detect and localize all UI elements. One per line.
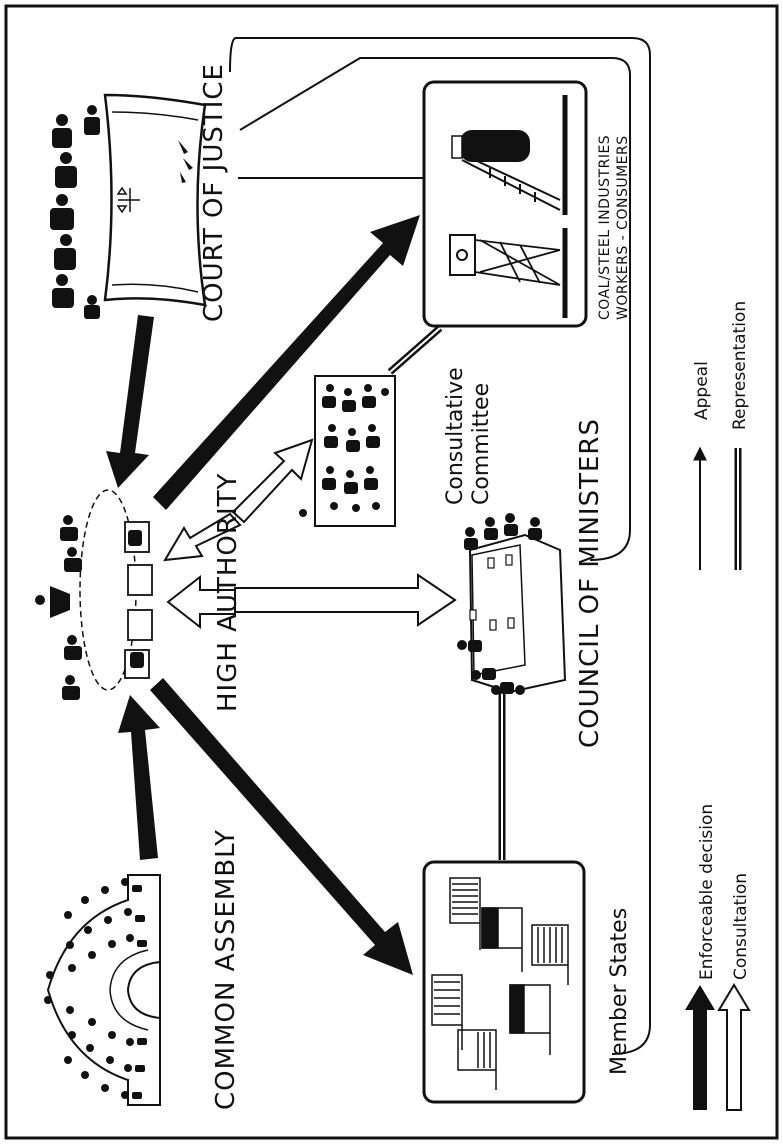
industries-panel xyxy=(422,80,588,328)
consultative-label-line2: Committee xyxy=(469,383,494,505)
enforce-arrow-high-authority-to-member-states xyxy=(150,678,413,975)
page-frame xyxy=(4,4,779,1140)
consultative-label-line1: Consultative xyxy=(443,367,468,505)
common-assembly-hemicycle xyxy=(44,874,161,1106)
ministers-figures xyxy=(457,513,542,695)
legend: Enforceable decision Consultation Appeal… xyxy=(685,301,751,1111)
industries-label-line2: WORKERS - CONSUMERS xyxy=(615,135,631,320)
consult-arrow-committee-to-high-authority xyxy=(163,512,242,562)
appeal-line-council xyxy=(239,57,631,561)
consult-arrow-high-authority-to-committee xyxy=(231,438,314,524)
legend-enforceable-arrow-icon xyxy=(685,985,715,1110)
industries-label-line1: COAL/STEEL INDUSTRIES xyxy=(597,135,613,320)
judges-group xyxy=(50,105,100,319)
scales-of-justice-icon xyxy=(116,186,140,214)
consult-arrow-high-authority-to-council xyxy=(234,573,457,627)
legend-enforceable-label: Enforceable decision xyxy=(697,804,717,980)
representation-line-committee-industries xyxy=(387,325,443,375)
court-of-justice-label: COURT OF JUSTICE xyxy=(199,63,229,322)
consult-arrow-council-to-high-authority xyxy=(166,574,236,630)
high-authority-label: HIGH AUTHORITY xyxy=(213,473,243,712)
council-of-ministers-label: COUNCIL OF MINISTERS xyxy=(575,418,605,748)
high-authority-members xyxy=(35,515,144,700)
common-assembly-label: COMMON ASSEMBLY xyxy=(211,829,241,1110)
high-authority-group xyxy=(35,489,153,700)
steelworks-icon xyxy=(451,130,561,211)
member-state-flags xyxy=(431,877,569,1090)
legend-consultation-label: Consultation xyxy=(731,873,751,980)
court-of-justice-bench xyxy=(50,93,207,319)
advocates-figures xyxy=(178,140,193,183)
coal-mine-headframe-icon xyxy=(449,234,561,286)
high-authority-desks xyxy=(124,521,153,679)
member-states-panel xyxy=(422,860,586,1104)
legend-representation-label: Representation xyxy=(730,301,750,430)
appeal-line-member-states xyxy=(229,37,651,1055)
legend-appeal-label: Appeal xyxy=(692,361,712,420)
assembly-members xyxy=(44,878,147,1099)
consultative-committee-group xyxy=(299,375,396,527)
council-of-ministers-table xyxy=(457,513,567,695)
legend-consultation-arrow-icon xyxy=(717,983,751,1111)
enforce-arrow-high-authority-to-industries xyxy=(153,215,420,510)
enforce-arrow-court-to-high-authority xyxy=(106,315,154,488)
member-states-label: Member States xyxy=(607,908,632,1075)
enforce-arrow-assembly-to-high-authority xyxy=(118,695,160,860)
